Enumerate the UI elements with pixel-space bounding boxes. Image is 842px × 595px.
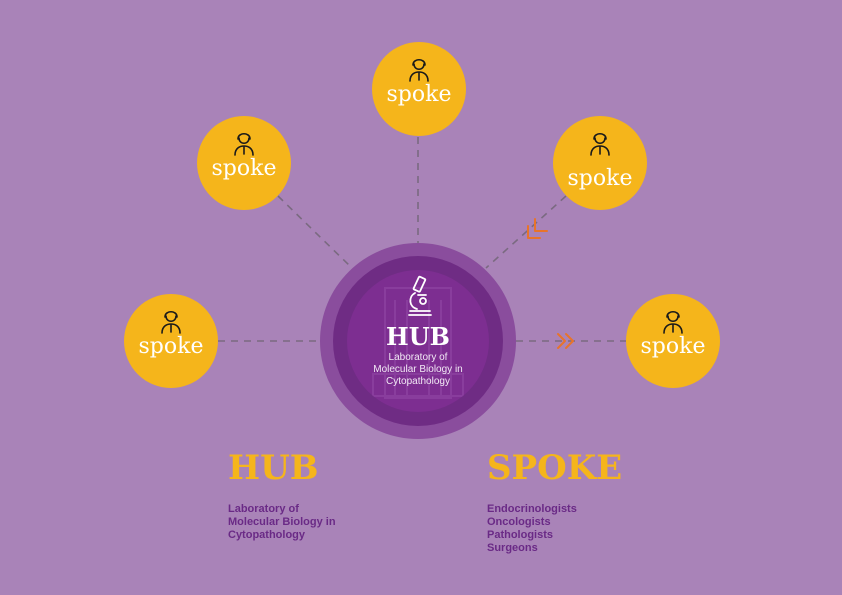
legend-hub-line: Laboratory of [228, 503, 299, 515]
arrow-chevron-diagonal-1 [527, 225, 541, 239]
spoke-label: spoke [211, 156, 277, 181]
hub-core [347, 270, 489, 412]
doctor-icon [663, 310, 683, 334]
spoke-label: spoke [567, 166, 633, 191]
legend-hub-heading: HUB [228, 448, 319, 488]
hub-subtitle-line: Cytopathology [386, 376, 450, 387]
legend-hub-description: Laboratory of Molecular Biology in Cytop… [228, 503, 336, 542]
arrow-chevron-right-2 [565, 333, 574, 349]
legend-hub-line: Cytopathology [228, 529, 305, 541]
spoke-node-left: spoke [124, 294, 218, 388]
hub-subtitle-line: Molecular Biology in [373, 364, 463, 375]
connector-upper-left [277, 195, 353, 269]
hub-subtitle-line: Laboratory of [388, 352, 448, 363]
spoke-node-right: spoke [626, 294, 720, 388]
legend-spoke-line: Endocrinologists [487, 503, 577, 515]
hub-title: HUB [386, 322, 450, 351]
spoke-label: spoke [138, 334, 204, 359]
building-watermark-icon [372, 287, 464, 399]
arrow-chevron-diagonal-2 [534, 218, 548, 232]
legend-spoke-description: Endocrinologists Oncologists Pathologist… [487, 503, 577, 555]
hub-subtitle: Laboratory of Molecular Biology in Cytop… [358, 352, 478, 388]
doctor-icon [409, 58, 429, 82]
doctor-icon [234, 132, 254, 156]
legend-spoke-line: Pathologists [487, 529, 554, 541]
arrow-chevron-right-1 [557, 333, 566, 349]
legend-spoke-line: Surgeons [487, 542, 538, 554]
doctor-icon [161, 310, 181, 334]
microscope-icon [408, 275, 432, 316]
connector-upper-right [485, 195, 567, 269]
legend-spoke-line: Oncologists [487, 516, 551, 528]
spoke-label: spoke [640, 334, 706, 359]
legend-spoke-heading: SPOKE [487, 448, 623, 488]
doctor-icon [590, 132, 610, 156]
spoke-node-upper-left: spoke [197, 116, 291, 210]
spoke-node-top: spoke [372, 42, 466, 136]
spoke-node-upper-right: spoke [553, 116, 647, 210]
spoke-label: spoke [386, 82, 452, 107]
legend-hub-line: Molecular Biology in [228, 516, 336, 528]
